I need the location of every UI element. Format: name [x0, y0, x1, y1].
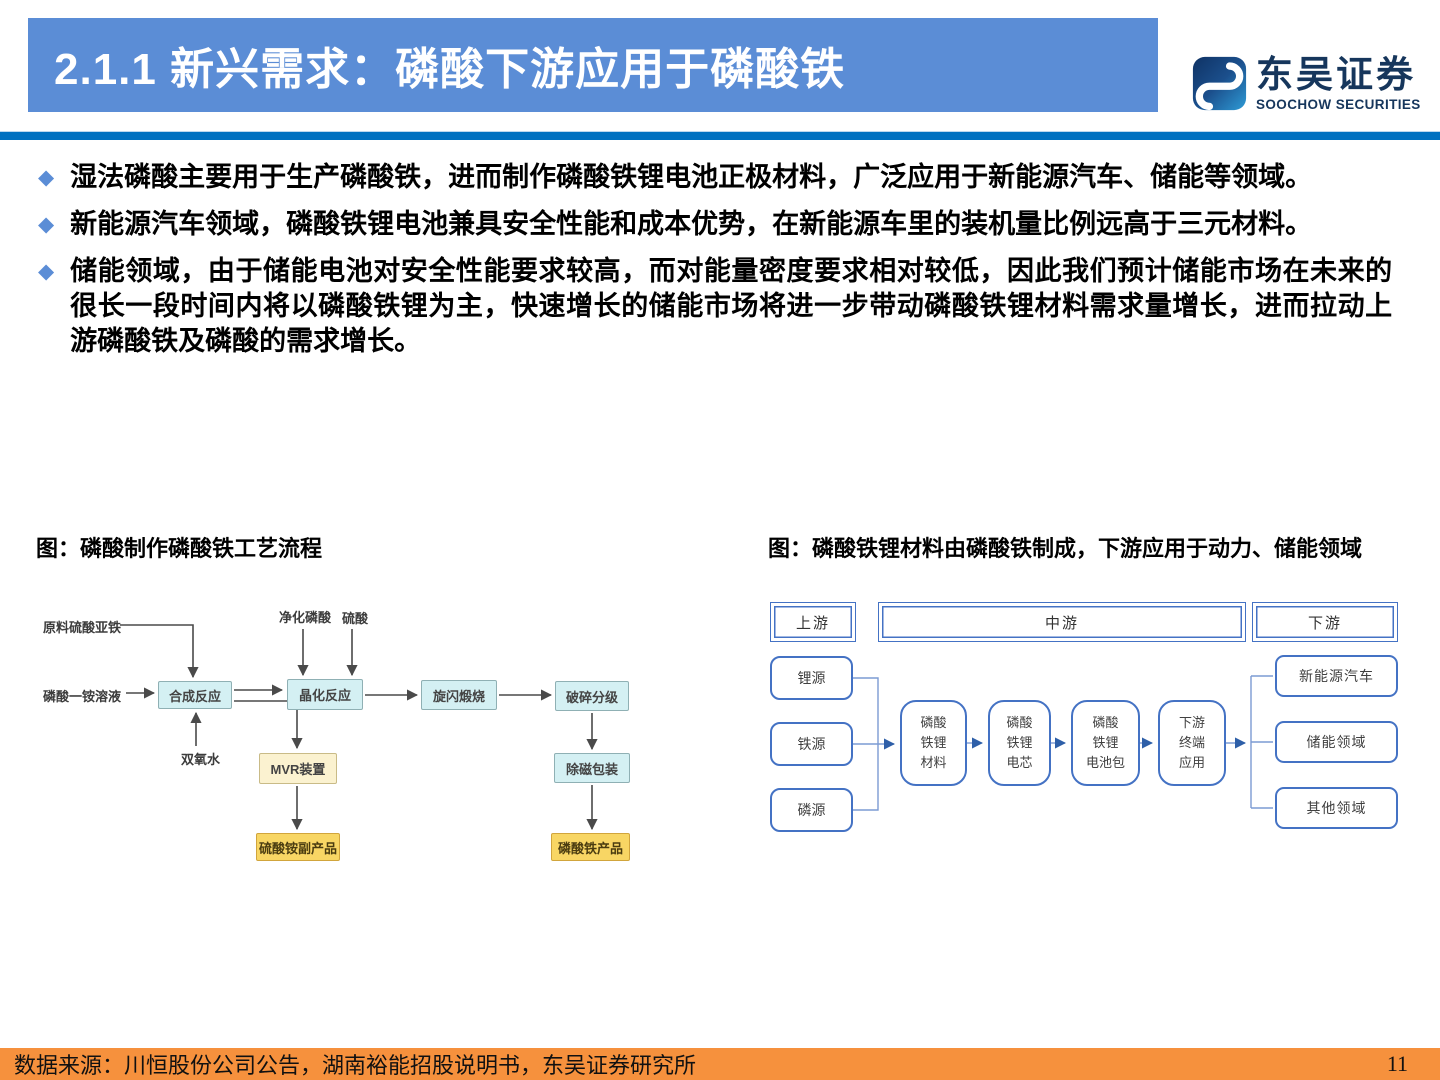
logo-name-cn: 东吴证券: [1256, 55, 1416, 96]
chain-box-downstream-terminal: 下游 终端 应用: [1158, 700, 1226, 786]
page-title: 2.1.1 新兴需求：磷酸下游应用于磷酸铁: [54, 45, 846, 94]
flowchart-phosphate-process: 原料硫酸亚铁 磷酸一铵溶液 净化磷酸 硫酸 双氧水 合成反应 晶化反应 旋闪煅烧…: [36, 600, 660, 872]
flow-box-crystallization: 晶化反应: [287, 679, 363, 710]
value-chain-diagram: 上游 中游 下游 锂源 铁源 磷源 磷酸 铁锂 材料 磷酸 铁锂 电芯 磷酸 铁…: [768, 598, 1400, 840]
source-box-lithium: 锂源: [770, 656, 853, 700]
flow-label-purified-acid: 净化磷酸: [279, 610, 332, 625]
bullet-list: ◆ 湿法磷酸主要用于生产磷酸铁，进而制作磷酸铁锂电池正极材料，广泛应用于新能源汽…: [38, 160, 1398, 371]
figure-left-title: 图：磷酸制作磷酸铁工艺流程: [36, 536, 323, 561]
chain-header-downstream: 下游: [1252, 602, 1398, 642]
flow-arrows-left: [120, 624, 598, 831]
header-divider: [0, 131, 1440, 140]
chain-box-lfp-cell: 磷酸 铁锂 电芯: [988, 700, 1051, 786]
bullet-diamond-icon: ◆: [38, 166, 55, 189]
soochow-logo: 东吴证券 SOOCHOW SECURITIES: [1192, 56, 1421, 112]
flow-box-mvr-unit: MVR装置: [259, 753, 337, 784]
bullet-item: ◆ 储能领域，由于储能电池对安全性能要求较高，而对能量密度要求相对较低，因此我们…: [38, 254, 1398, 359]
logo-name-en: SOOCHOW SECURITIES: [1256, 97, 1421, 112]
logo-text: 东吴证券 SOOCHOW SECURITIES: [1256, 55, 1421, 113]
chain-header-midstream: 中游: [878, 602, 1246, 642]
footer-bar: 数据来源：川恒股份公司公告，湖南裕能招股说明书，东吴证券研究所 11: [0, 1048, 1440, 1080]
app-box-energy-storage: 储能领域: [1275, 721, 1398, 763]
flow-label-hydrogen-peroxide: 双氧水: [181, 752, 221, 767]
flow-box-flash-calcination: 旋闪煅烧: [421, 680, 497, 710]
flow-box-synthesis: 合成反应: [158, 681, 232, 709]
bullet-item: ◆ 新能源汽车领域，磷酸铁锂电池兼具安全性能和成本优势，在新能源车里的装机量比例…: [38, 207, 1398, 242]
bullet-text: 储能领域，由于储能电池对安全性能要求较高，而对能量密度要求相对较低，因此我们预计…: [70, 256, 1393, 356]
flow-box-demag-packaging: 除磁包装: [554, 753, 630, 783]
soochow-logo-icon: [1192, 56, 1247, 111]
bullet-item: ◆ 湿法磷酸主要用于生产磷酸铁，进而制作磷酸铁锂电池正极材料，广泛应用于新能源汽…: [38, 160, 1398, 195]
title-bar: 2.1.1 新兴需求：磷酸下游应用于磷酸铁: [28, 18, 1158, 112]
chain-box-lfp-battery-pack: 磷酸 铁锂 电池包: [1071, 700, 1140, 786]
flow-box-iron-phosphate-product: 磷酸铁产品: [551, 833, 630, 861]
bullet-diamond-icon: ◆: [38, 213, 55, 236]
source-box-iron: 铁源: [770, 722, 853, 766]
flow-label-map-solution: 磷酸一铵溶液: [43, 689, 122, 704]
app-box-nev: 新能源汽车: [1275, 655, 1398, 697]
app-box-other-fields: 其他领域: [1275, 787, 1398, 829]
bullet-text: 湿法磷酸主要用于生产磷酸铁，进而制作磷酸铁锂电池正极材料，广泛应用于新能源汽车、…: [70, 162, 1313, 192]
bullet-diamond-icon: ◆: [38, 260, 55, 283]
flow-box-ammonium-sulfate-byproduct: 硫酸铵副产品: [256, 833, 340, 861]
flow-label-sulfuric-acid: 硫酸: [342, 611, 369, 626]
source-box-phosphorus: 磷源: [770, 788, 853, 832]
page-number: 11: [1386, 1051, 1408, 1076]
flow-label-raw-ferrous-sulfate: 原料硫酸亚铁: [43, 620, 122, 635]
bullet-text: 新能源汽车领域，磷酸铁锂电池兼具安全性能和成本优势，在新能源车里的装机量比例远高…: [70, 209, 1313, 239]
flow-box-crushing-grading: 破碎分级: [555, 681, 629, 711]
data-source-text: 数据来源：川恒股份公司公告，湖南裕能招股说明书，东吴证券研究所: [14, 1053, 697, 1078]
chain-connectors: [853, 675, 1273, 811]
chain-box-lfp-material: 磷酸 铁锂 材料: [900, 700, 967, 786]
figure-right-title: 图：磷酸铁锂材料由磷酸铁制成，下游应用于动力、储能领域: [768, 536, 1363, 561]
chain-header-upstream: 上游: [770, 602, 856, 642]
